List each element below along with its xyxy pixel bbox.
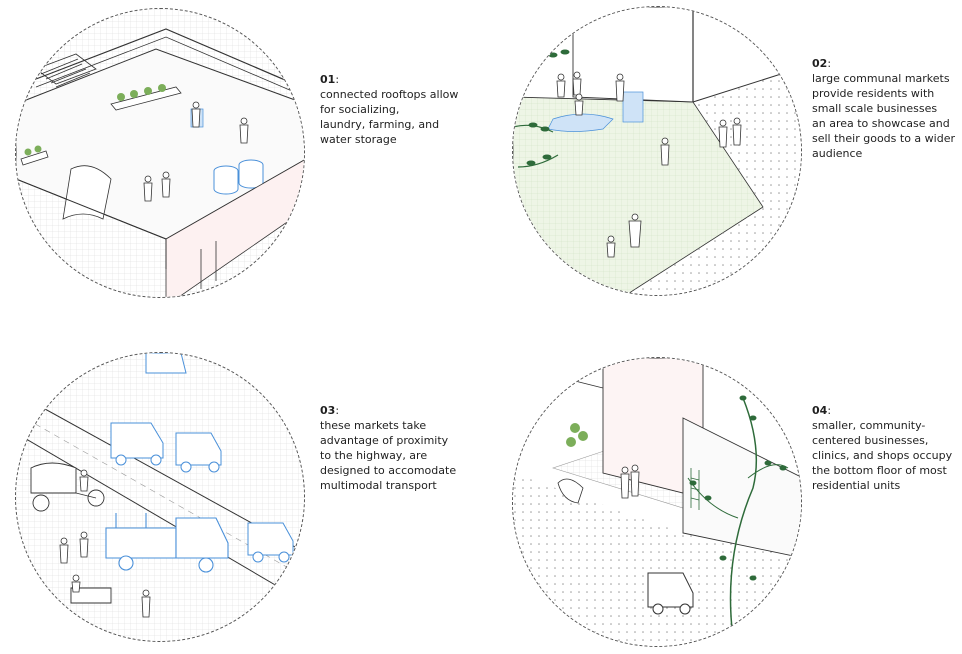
vignette-rooftops	[15, 8, 305, 298]
vendor-cloth-icon	[547, 91, 644, 132]
person-figure-icon	[59, 469, 151, 618]
vignette-shops	[512, 357, 802, 647]
staircase-icon	[35, 53, 97, 88]
caption-number: 02	[812, 57, 828, 70]
tree-branch-icon	[513, 49, 570, 168]
vignette-transport	[15, 352, 305, 642]
caption-text: these markets take advantage of proximit…	[320, 419, 457, 492]
plant-icon	[566, 423, 588, 447]
caption-text: large communal markets provide residents…	[812, 72, 955, 160]
planter-icon	[20, 84, 182, 166]
person-figure-icon	[143, 101, 249, 202]
person-figure-icon	[557, 464, 640, 504]
caption-separator: :	[335, 73, 340, 86]
caption-01: 01: connected rooftops allow for sociali…	[320, 72, 470, 147]
caption-number: 04	[812, 404, 828, 417]
caption-separator: :	[827, 404, 832, 417]
rooftops-illustration	[16, 9, 304, 297]
shops-illustration	[513, 358, 801, 646]
caption-04: 04: smaller, community- centered busines…	[812, 403, 962, 493]
caption-text: smaller, community- centered businesses,…	[812, 419, 953, 492]
caption-03: 03: these markets take advantage of prox…	[320, 403, 470, 493]
market-illustration	[513, 7, 801, 295]
caption-separator: :	[335, 404, 340, 417]
person-figure-icon	[556, 71, 742, 258]
caption-number: 03	[320, 404, 336, 417]
transport-illustration	[16, 353, 304, 641]
auto-rickshaw-icon	[110, 353, 294, 563]
vignette-market	[512, 6, 802, 296]
caption-02: 02: large communal markets provide resid…	[812, 56, 962, 161]
caption-text: connected rooftops allow for socializing…	[320, 88, 459, 146]
auto-rickshaw-icon	[647, 572, 694, 615]
ladder-icon	[690, 468, 700, 510]
cart-icon	[30, 462, 112, 604]
caption-number: 01	[320, 73, 336, 86]
caption-separator: :	[827, 57, 832, 70]
tree-icon	[687, 395, 789, 639]
pickup-truck-icon	[105, 513, 229, 573]
